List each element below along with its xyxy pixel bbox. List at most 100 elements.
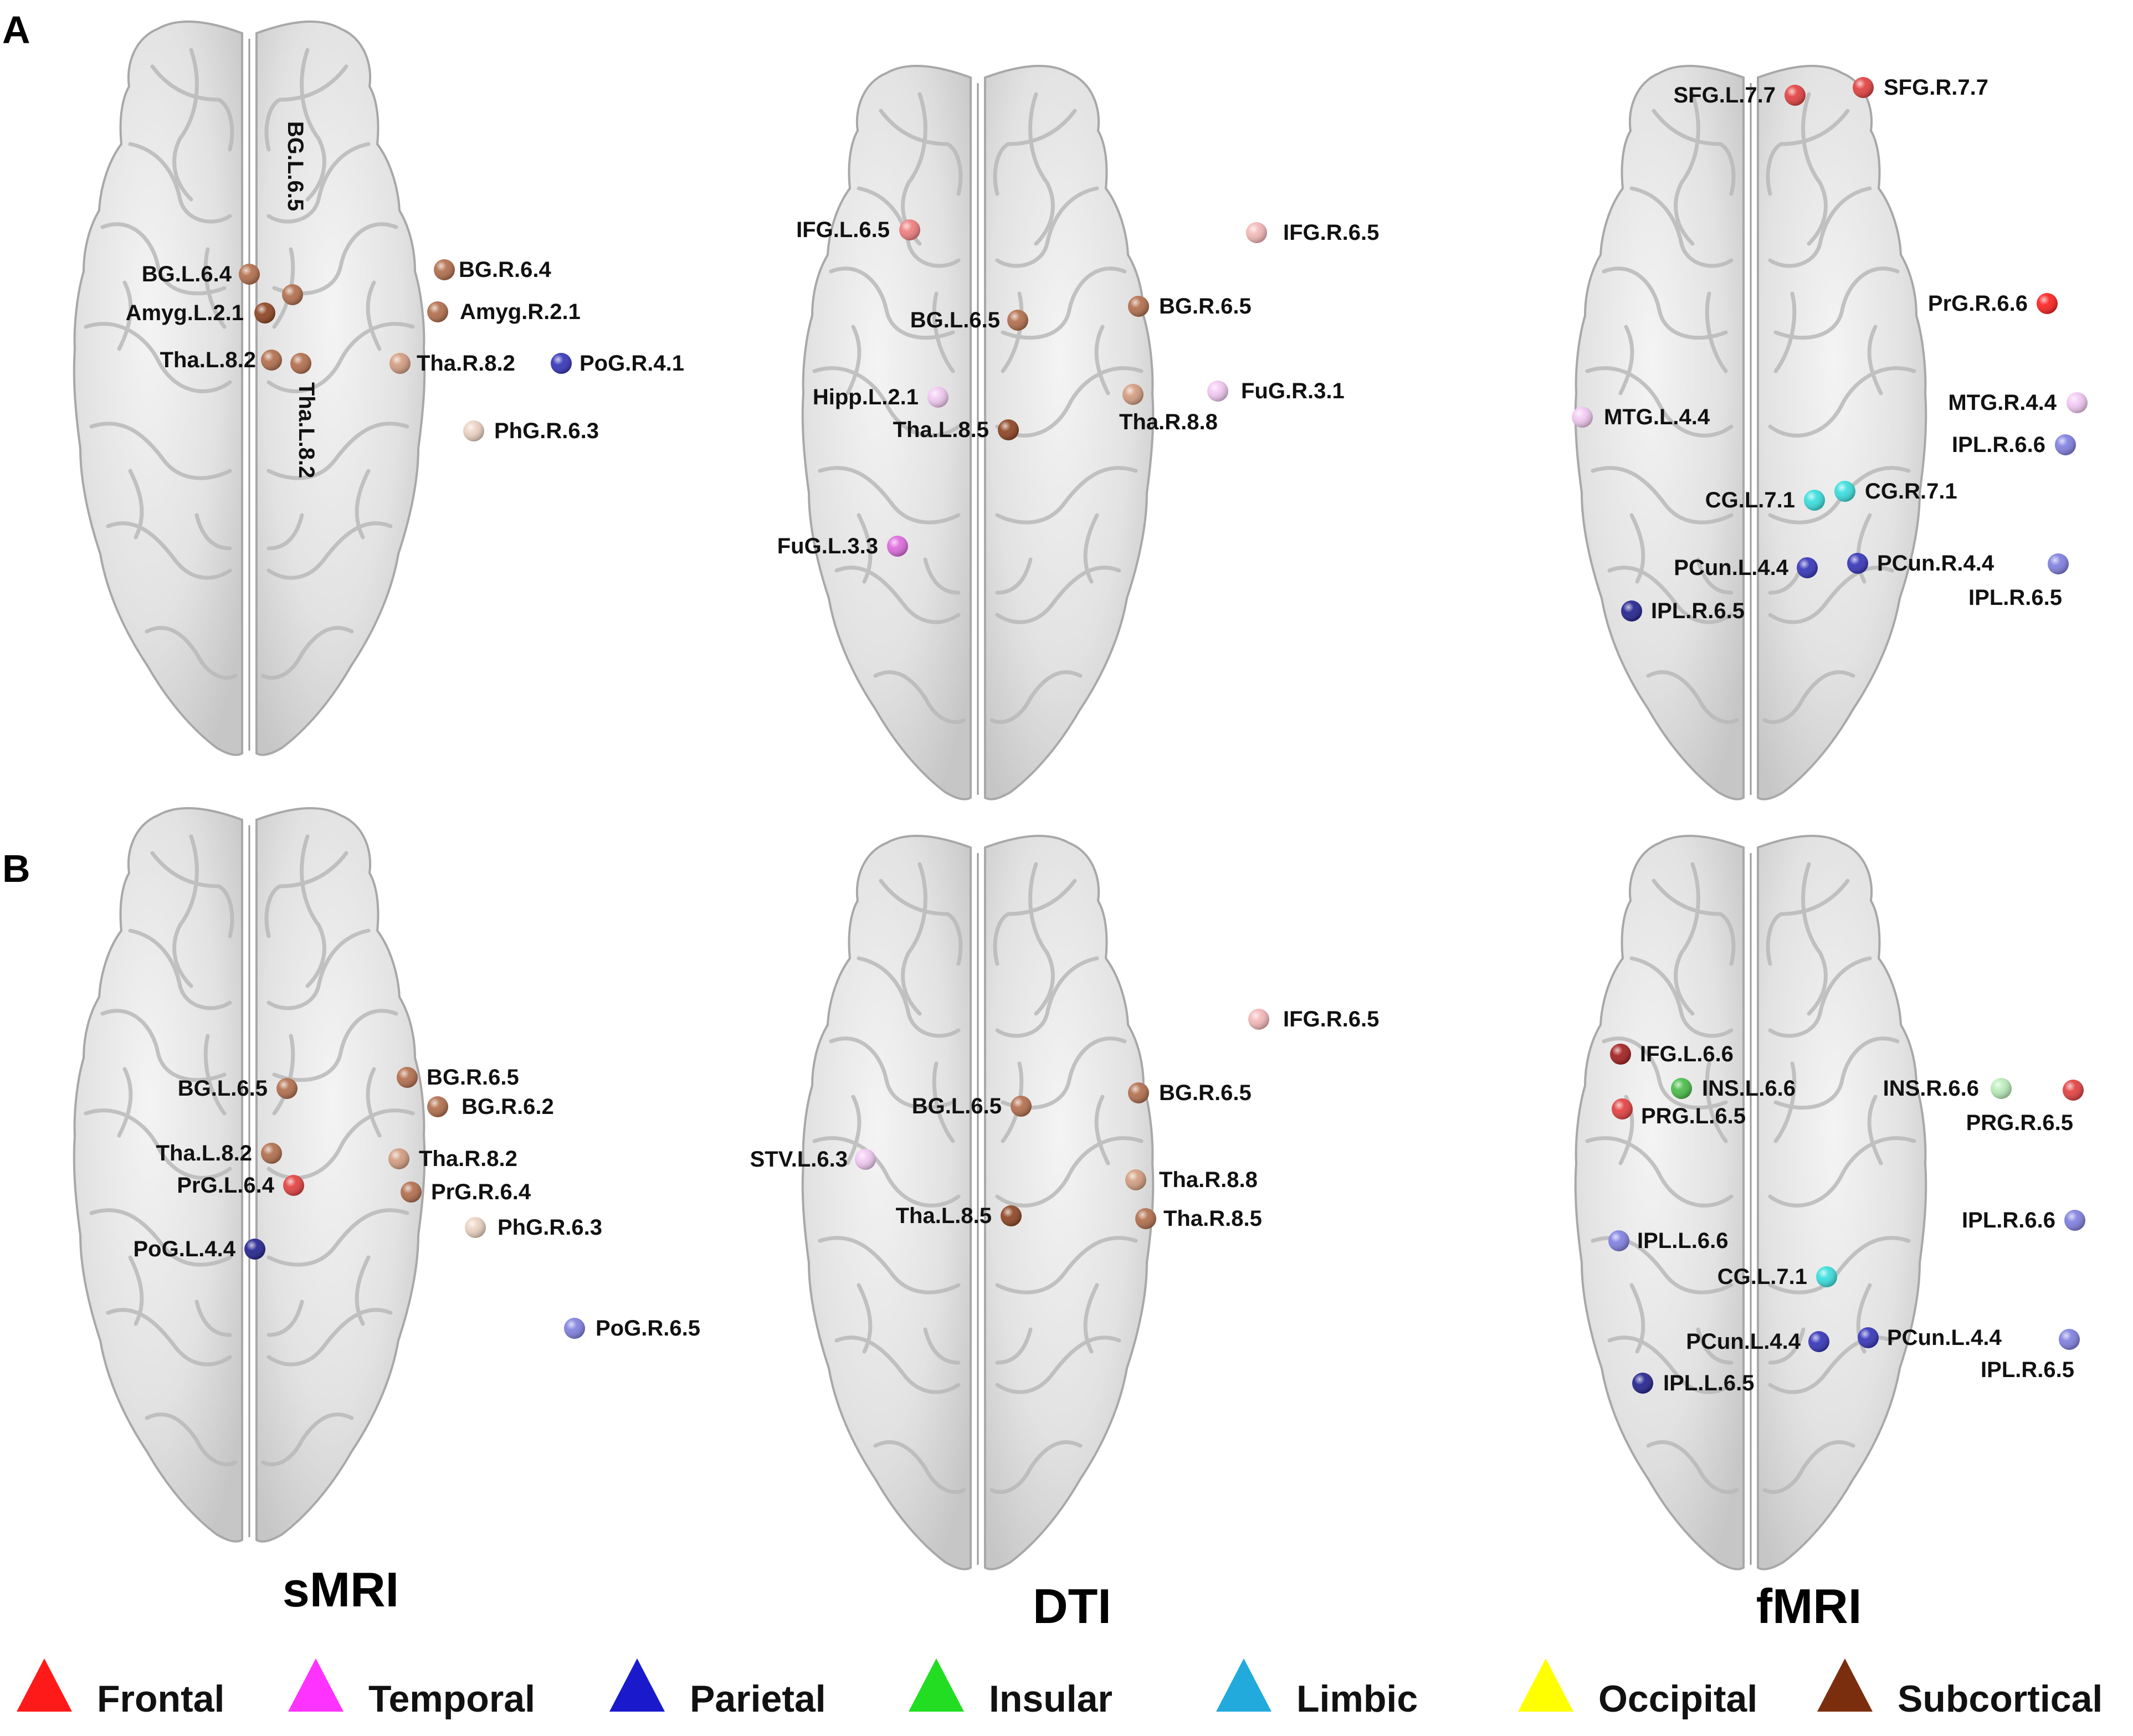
left-hemisphere — [1574, 835, 1745, 1570]
node-label: FuG.L.3.3 — [777, 534, 878, 558]
node-label: IPL.R.6.6 — [1962, 1208, 2055, 1232]
left-hemisphere — [73, 807, 243, 1543]
node-label: BG.R.6.5 — [427, 1065, 519, 1090]
node-sphere-shading — [1853, 77, 1874, 98]
node-label: Tha.L.8.2 — [294, 382, 319, 478]
node-label: Tha.R.8.5 — [1163, 1206, 1262, 1231]
node-label: PhG.R.6.3 — [498, 1215, 602, 1240]
node-label: CG.R.7.1 — [1865, 479, 1957, 504]
gyri-pattern — [812, 92, 1144, 725]
node-sphere-shading — [1991, 1078, 2012, 1099]
node-label: Tha.L.8.2 — [156, 1141, 252, 1165]
legend-item-temporal: Temporal — [288, 1658, 535, 1720]
node-label: PrG.R.6.6 — [1928, 291, 2028, 316]
node-sphere-shading — [1011, 1096, 1032, 1117]
node-label: IPL.L.6.5 — [1663, 1371, 1755, 1395]
legend-label: Frontal — [97, 1678, 224, 1720]
node-label: PhG.R.6.3 — [494, 419, 599, 443]
node-sphere-shading — [927, 387, 948, 408]
node-label: PRG.L.6.5 — [1641, 1104, 1746, 1128]
node-sphere-shading — [1608, 1230, 1629, 1251]
node-label: BG.R.6.2 — [462, 1095, 554, 1119]
node-sphere-shading — [239, 264, 260, 285]
node-sphere-shading — [1572, 407, 1593, 428]
node-sphere-shading — [276, 1078, 298, 1099]
node-label: Tha.L.8.5 — [896, 1204, 992, 1228]
node-sphere-shading — [1797, 557, 1818, 578]
node-label: PoG.L.4.4 — [134, 1237, 236, 1261]
node-label: IFG.L.6.5 — [796, 218, 890, 242]
node-label: IPL.R.6.6 — [1952, 433, 2045, 457]
node-label: PCun.L.4.4 — [1674, 556, 1788, 580]
node-sphere-shading — [1858, 1327, 1879, 1348]
brain-b-dti: IFG.R.6.5BG.L.6.5BG.R.6.5STV.L.6.3Tha.L.… — [750, 835, 1379, 1570]
node-label: IPL.R.6.5 — [1981, 1358, 2074, 1382]
node-sphere-shading — [1847, 553, 1868, 574]
node-sphere-shading — [1128, 296, 1149, 317]
node-sphere-shading — [1246, 222, 1267, 243]
node-label: PrG.R.6.4 — [431, 1180, 531, 1204]
node-label: IFG.R.6.5 — [1283, 1007, 1379, 1031]
node-label: IPL.R.6.5 — [1651, 599, 1745, 623]
node-label: BG.L.6.5 — [912, 1094, 1002, 1118]
node-sphere-shading — [2037, 293, 2058, 314]
node-label: PoG.R.4.1 — [580, 351, 684, 376]
node-sphere-shading — [282, 284, 303, 305]
node-label: IPL.R.6.5 — [1968, 585, 2062, 610]
legend-label: Temporal — [368, 1678, 535, 1720]
right-hemisphere — [255, 807, 426, 1543]
node-sphere-shading — [427, 301, 448, 322]
modality-smri-title: sMRI — [283, 1562, 399, 1617]
legend-item-subcortical: Subcortical — [1817, 1658, 2103, 1720]
node-label: CG.L.7.1 — [1717, 1265, 1807, 1289]
node-label: Tha.R.8.2 — [417, 351, 515, 376]
node-sphere-shading — [261, 350, 282, 371]
legend-item-limbic: Limbic — [1216, 1658, 1418, 1720]
right-hemisphere — [1757, 65, 1927, 800]
legend-triangle-icon — [609, 1658, 665, 1712]
node-sphere-shading — [1125, 1169, 1146, 1190]
node-sphere-shading — [2055, 434, 2076, 455]
node-label: PRG.R.6.5 — [1966, 1111, 2073, 1135]
node-sphere-shading — [1816, 1266, 1837, 1287]
left-hemisphere — [801, 65, 972, 800]
node-sphere-shading — [1612, 1098, 1633, 1119]
node-label: Tha.R.8.2 — [419, 1147, 517, 1171]
node-label: BG.R.6.5 — [1159, 294, 1252, 319]
node-label: Amyg.R.2.1 — [460, 300, 581, 324]
right-hemisphere — [984, 835, 1155, 1570]
brain-nodes: BG.L.6.5BG.L.6.4Amyg.L.2.1Tha.L.8.2Tha.L… — [126, 121, 684, 479]
node-sphere-shading — [2048, 553, 2069, 574]
node-label: Tha.L.8.2 — [160, 348, 256, 372]
node-sphere-shading — [397, 1067, 418, 1088]
node-label: SFG.L.7.7 — [1674, 83, 1776, 107]
right-hemisphere — [984, 65, 1155, 800]
node-sphere-shading — [1248, 1009, 1269, 1030]
node-sphere-shading — [1001, 1205, 1022, 1226]
node-sphere-shading — [283, 1175, 304, 1196]
node-sphere-shading — [1207, 381, 1228, 402]
node-sphere-shading — [899, 219, 920, 240]
node-label: IPL.L.6.6 — [1637, 1229, 1729, 1253]
legend-label: Occipital — [1598, 1678, 1757, 1720]
node-sphere-shading — [2059, 1329, 2080, 1350]
node-sphere-shading — [998, 419, 1019, 440]
node-label: BG.L.6.5 — [283, 121, 307, 211]
node-sphere-shading — [1610, 1044, 1631, 1065]
node-sphere-shading — [2063, 1080, 2084, 1101]
node-sphere-shading — [1804, 490, 1825, 511]
right-hemisphere — [1757, 835, 1927, 1570]
node-label: Hipp.L.2.1 — [813, 385, 919, 409]
node-sphere-shading — [427, 1096, 448, 1117]
panel-letter-b: B — [2, 847, 30, 890]
node-sphere-shading — [1808, 1331, 1829, 1352]
node-label: STV.L.6.3 — [750, 1147, 848, 1172]
node-label: CG.L.7.1 — [1705, 488, 1795, 512]
right-hemisphere — [255, 20, 426, 756]
legend-item-parietal: Parietal — [609, 1658, 826, 1720]
node-label: IFG.L.6.6 — [1640, 1042, 1734, 1066]
